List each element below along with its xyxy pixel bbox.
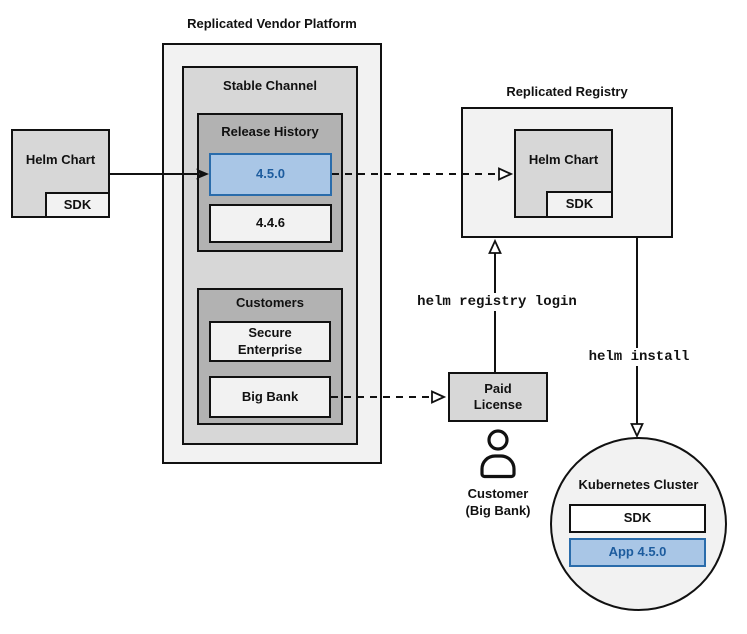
person-icon: [480, 429, 516, 479]
arrowhead-open-install: [630, 423, 644, 439]
release-450-label: 4.5.0: [256, 166, 285, 182]
persona-caption: Customer (Big Bank): [438, 486, 558, 520]
cluster-sdk-label: SDK: [623, 510, 652, 526]
customer-secure-enterprise-label: Secure Enterprise: [237, 325, 303, 357]
cluster-app-label: App 4.5.0: [608, 544, 667, 560]
source-sdk-label: SDK: [63, 196, 92, 212]
persona-caption-line1: Customer: [467, 486, 529, 501]
source-helm-chart-label: Helm Chart: [25, 151, 96, 167]
source-sdk-node: SDK: [45, 192, 110, 218]
persona-caption-line2: (Big Bank): [465, 502, 531, 518]
registry-sdk-node: SDK: [546, 191, 613, 218]
customer-secure-enterprise-node: Secure Enterprise: [209, 321, 331, 362]
cluster-sdk-node: SDK: [569, 504, 706, 533]
customer-big-bank-node: Big Bank: [209, 376, 331, 418]
paid-license-node: Paid License: [448, 372, 548, 422]
vendor-platform-title: Replicated Vendor Platform: [187, 16, 357, 31]
registry-helm-chart-label: Helm Chart: [528, 151, 599, 167]
registry-sdk-label: SDK: [565, 196, 594, 212]
customer-big-bank-label: Big Bank: [241, 388, 299, 404]
release-450-node: 4.5.0: [209, 153, 332, 196]
registry-title: Replicated Registry: [506, 84, 628, 99]
customers-label: Customers: [236, 295, 304, 310]
arrowhead-open-license: [431, 390, 447, 404]
release-history-label: Release History: [221, 124, 319, 139]
release-446-node: 4.4.6: [209, 204, 332, 243]
kubernetes-cluster-label: Kubernetes Cluster: [578, 477, 699, 492]
helm-install-command: helm install: [585, 348, 693, 366]
helm-registry-login-command: helm registry login: [414, 293, 580, 311]
cluster-app-node: App 4.5.0: [569, 538, 706, 567]
release-446-label: 4.4.6: [256, 215, 285, 231]
arrowhead-open-login: [488, 238, 502, 254]
paid-license-label: Paid License: [473, 380, 523, 412]
stable-channel-label: Stable Channel: [223, 78, 317, 93]
